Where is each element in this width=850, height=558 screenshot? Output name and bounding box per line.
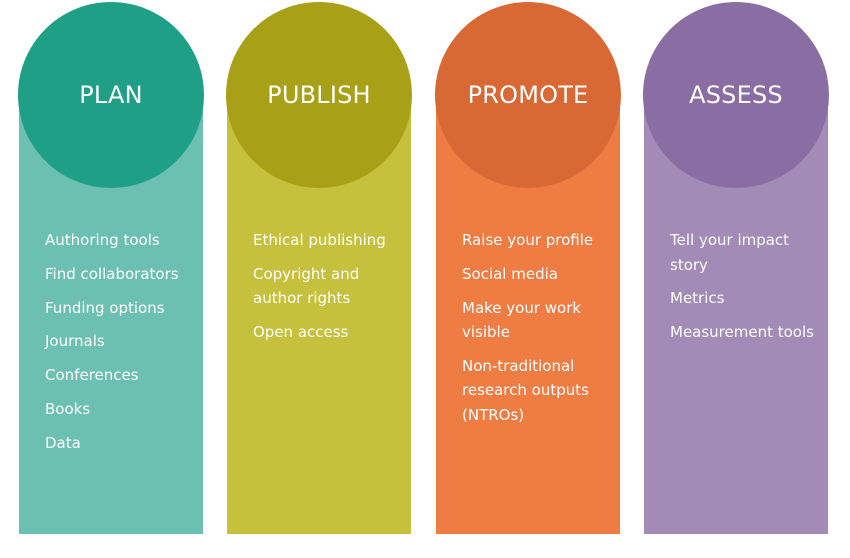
plan-item-list: Authoring tools Find collaborators Fundi… xyxy=(45,228,199,465)
publish-item-ethical-publishing[interactable]: Ethical publishing xyxy=(253,231,386,249)
promote-item-list: Raise your profile Social media Make you… xyxy=(462,228,616,437)
promote-item-social-media[interactable]: Social media xyxy=(462,264,558,283)
assess-item-metrics[interactable]: Metrics xyxy=(670,289,725,308)
promote-item-ntros[interactable]: Non-traditional research outputs (NTROs) xyxy=(462,356,589,424)
promote-circle: PROMOTE xyxy=(435,2,621,188)
plan-item-authoring-tools[interactable]: Authoring tools xyxy=(45,231,160,249)
plan-title: PLAN xyxy=(79,81,143,109)
column-promote: PROMOTE Raise your profile Social media … xyxy=(435,0,621,558)
assess-item-measurement-tools[interactable]: Measurement tools xyxy=(670,323,814,342)
column-assess: ASSESS Tell your impact story Metrics Me… xyxy=(643,0,829,558)
assess-title: ASSESS xyxy=(689,81,783,109)
plan-item-funding-options[interactable]: Funding options xyxy=(45,298,165,317)
column-plan: PLAN Authoring tools Find collaborators … xyxy=(18,0,204,558)
publish-item-list: Ethical publishing Copyright and author … xyxy=(253,228,407,354)
promote-item-raise-profile[interactable]: Raise your profile xyxy=(462,231,594,249)
plan-item-journals[interactable]: Journals xyxy=(45,332,105,351)
assess-circle: ASSESS xyxy=(643,2,829,188)
publish-item-open-access[interactable]: Open access xyxy=(253,323,349,342)
promote-title: PROMOTE xyxy=(467,81,589,109)
assess-item-list: Tell your impact story Metrics Measureme… xyxy=(670,228,824,354)
plan-item-data[interactable]: Data xyxy=(45,433,81,452)
plan-item-conferences[interactable]: Conferences xyxy=(45,366,139,385)
promote-item-make-work-visible[interactable]: Make your work visible xyxy=(462,298,582,342)
column-publish: PUBLISH Ethical publishing Copyright and… xyxy=(226,0,412,558)
plan-circle: PLAN xyxy=(18,2,204,188)
publish-title: PUBLISH xyxy=(267,81,371,109)
plan-item-find-collaborators[interactable]: Find collaborators xyxy=(45,264,179,283)
plan-item-books[interactable]: Books xyxy=(45,399,91,418)
publish-circle: PUBLISH xyxy=(226,2,412,188)
publish-item-copyright-author-rights[interactable]: Copyright and author rights xyxy=(253,264,360,308)
assess-item-impact-story[interactable]: Tell your impact story xyxy=(670,231,790,274)
